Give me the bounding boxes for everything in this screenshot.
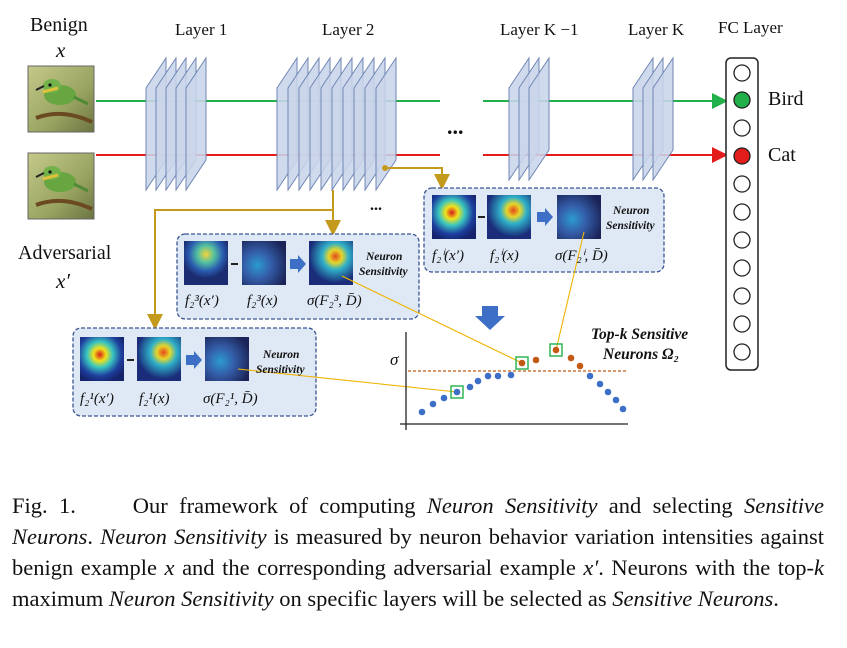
sensitivity-point [466,383,474,391]
sensitivity-point [429,400,437,408]
caption-term-5: x′ [583,555,599,580]
sensitivity-point [440,394,448,402]
topk-label-line2: Neurons Ω₂ [603,346,679,363]
middle-panel-neuron: Neuron [366,251,403,263]
layer-2-tap-point [382,165,388,171]
highlight-box [450,385,464,399]
panel-top [423,187,665,273]
bottom-panel-sensitivity: Sensitivity [256,364,305,376]
bird-output-label: Bird [768,88,804,110]
sensitivity-point [576,362,584,370]
sensitivity-point [619,405,627,413]
panel-ellipsis: ... [370,197,382,214]
benign-label: Benign [30,14,88,36]
sensitivity-point [507,371,515,379]
layer-k-minus-1-stack [508,56,550,182]
caption-text-7: maximum [12,586,109,611]
top-panel-sigma: σ(F₂ⁱ, D̄) [555,248,608,264]
plot-points [418,343,627,416]
bottom-panel-f-adv: f₂¹(x′) [80,391,114,407]
caption-text-4: is measured by neuron behavior variation… [12,524,825,580]
middle-panel-sigma: σ(F₂³, D̄) [307,293,362,309]
fc-layer [725,57,759,371]
caption-text-3: . [87,524,101,549]
middle-panel-f-adv: f₂³(x′) [185,293,219,309]
sensitivity-point [552,346,560,354]
top-panel-sensitivity: Sensitivity [606,220,655,232]
top-panel-neuron: Neuron [613,205,650,217]
caption-text-2: and selecting [597,493,745,518]
benign-var: x [56,38,66,62]
middle-panel-f-ben: f₂³(x) [247,293,278,309]
adversarial-label: Adversarial [18,242,112,264]
cat-neuron [733,147,751,165]
sensitivity-point [494,372,502,380]
sensitivity-point [474,377,482,385]
sensitivity-point [484,372,492,380]
caption-term-8: Sensitive Neurons [612,586,774,611]
benign-image [27,65,95,133]
caption-term-6: k [814,555,825,580]
caption-term-3: Neuron Sensitivity [100,524,267,549]
sensitivity-point [604,388,612,396]
caption-term-1: Neuron Sensitivity [426,493,598,518]
cat-output-label: Cat [768,144,796,166]
caption-text-9: . [773,586,779,611]
down-arrow [475,306,505,330]
caption-term-2: Sensitive Neurons [12,493,824,549]
top-panel-f-ben: f₂ⁱ(x) [490,248,519,264]
sensitivity-point [586,372,594,380]
topk-label-line1: Top-k Sensitive [591,326,689,343]
framework-diagram [27,56,759,430]
layer-2-label: Layer 2 [322,20,375,39]
caption-text-5: and the corresponding adversarial exampl… [174,555,584,580]
sensitivity-point [453,388,461,396]
sensitivity-point [612,396,620,404]
layer-k-minus-1-label: Layer K −1 [500,20,579,39]
feature-connectors [147,167,450,330]
figure-caption: Fig. 1. Our framework of computing Neuro… [12,490,824,614]
bottom-panel-sigma: σ(F₂¹, D̄) [203,391,258,407]
layer-k-label: Layer K [628,20,685,39]
sensitivity-point [418,408,426,416]
caption-text-6: . Neurons with the top- [598,555,815,580]
sensitivity-point [532,356,540,364]
adversarial-var: x′ [56,269,70,293]
sensitivity-point [518,359,526,367]
panel-middle [176,233,420,320]
sensitivity-plot [400,332,628,430]
adversarial-image [27,152,95,220]
highlight-box [549,343,563,357]
layer-2-stack [276,56,397,192]
caption-text-1: Our framework of computing [132,493,427,518]
top-panel-f-adv: f₂ⁱ(x′) [432,248,464,264]
fc-layer-label: FC Layer [718,18,783,37]
highlight-box [515,356,529,370]
layer-ellipsis: ... [447,114,464,139]
layer-k-stack [632,56,674,182]
bird-neuron [733,91,751,109]
bottom-panel-f-ben: f₂¹(x) [139,391,170,407]
middle-panel-sensitivity: Sensitivity [359,266,408,278]
layer-1-stack [145,56,207,192]
layer-1-label: Layer 1 [175,20,228,39]
sensitivity-point [596,380,604,388]
plot-ylabel: σ [390,350,399,369]
bottom-panel-neuron: Neuron [263,349,300,361]
caption-text-8: on specific layers will be selected as [273,586,613,611]
caption-term-4: x [164,555,175,580]
sensitivity-point [567,354,575,362]
guide-lines [237,231,585,393]
panel-bottom [72,327,317,417]
caption-fig-number: Fig. 1. [12,493,76,518]
caption-term-7: Neuron Sensitivity [108,586,274,611]
